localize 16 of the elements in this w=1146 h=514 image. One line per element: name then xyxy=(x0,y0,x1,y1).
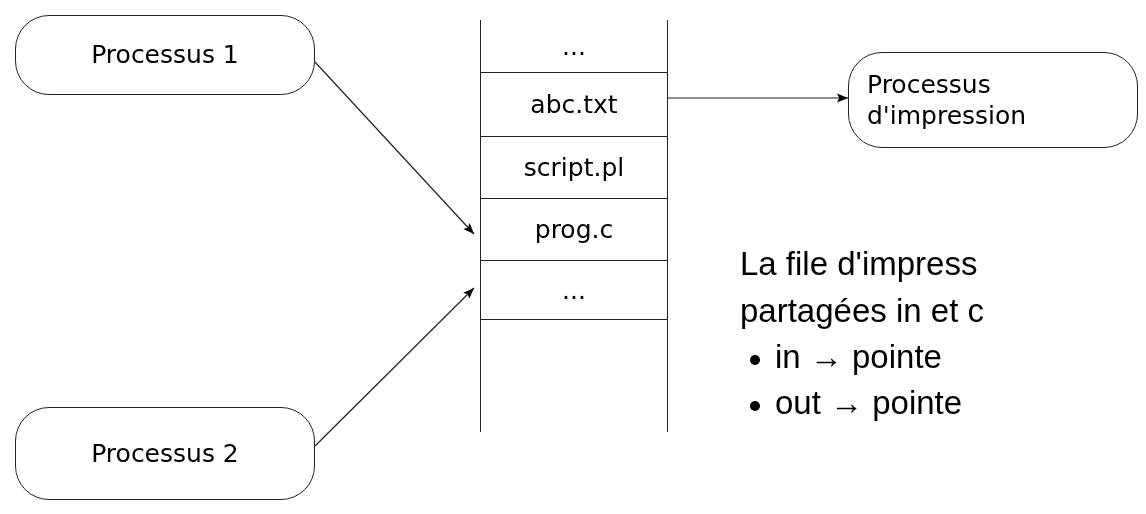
process-box: Processus 1 xyxy=(15,15,315,95)
queue-column xyxy=(480,20,668,432)
queue-slot: prog.c xyxy=(481,199,667,261)
process-box: Processus 2 xyxy=(15,407,315,500)
paragraph-text: partagées in et c xyxy=(740,292,984,330)
queue-slot: ... xyxy=(481,20,667,73)
arrow xyxy=(314,287,475,447)
paragraph-text: La file d'impress xyxy=(740,245,978,283)
queue-slot: ... xyxy=(481,261,667,320)
process-box: Processus d'impression xyxy=(848,52,1138,148)
queue-slot: script.pl xyxy=(481,137,667,199)
arrow xyxy=(314,61,475,235)
queue-slot: abc.txt xyxy=(481,73,667,137)
bullet-item: in → pointe xyxy=(775,338,942,376)
bullet-item: out → pointe xyxy=(775,384,963,422)
arrow xyxy=(667,93,849,103)
